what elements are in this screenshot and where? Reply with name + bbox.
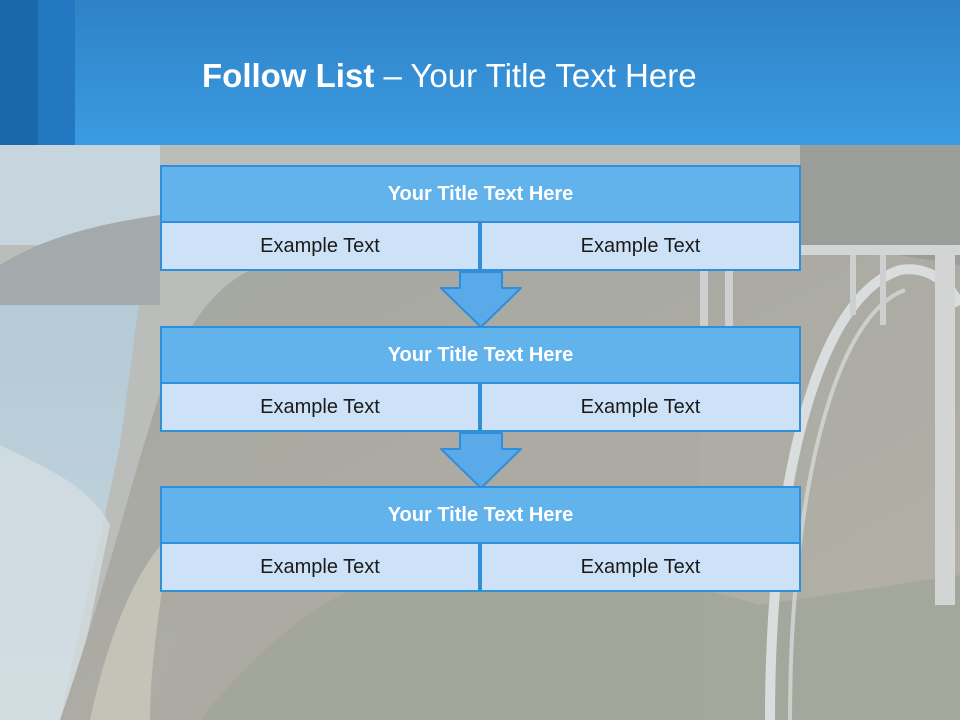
step-cell-right: Example Text xyxy=(480,382,801,432)
step-cell-right: Example Text xyxy=(480,221,801,271)
step-cell-left: Example Text xyxy=(160,382,480,432)
step-cell-left: Example Text xyxy=(160,542,480,592)
slide-title-rest: – Your Title Text Here xyxy=(374,57,697,94)
header-band: Follow List – Your Title Text Here xyxy=(0,0,960,145)
step-title: Your Title Text Here xyxy=(160,165,801,223)
slide-title-bold: Follow List xyxy=(202,57,375,94)
step-cell-right: Example Text xyxy=(480,542,801,592)
step-title: Your Title Text Here xyxy=(160,326,801,384)
step-title: Your Title Text Here xyxy=(160,486,801,544)
step-cell-left: Example Text xyxy=(160,221,480,271)
header-stripe xyxy=(38,0,75,145)
down-arrow-icon xyxy=(440,432,522,489)
header-stripe xyxy=(0,0,38,145)
slide-title: Follow List – Your Title Text Here xyxy=(202,54,697,98)
down-arrow-icon xyxy=(440,271,522,328)
